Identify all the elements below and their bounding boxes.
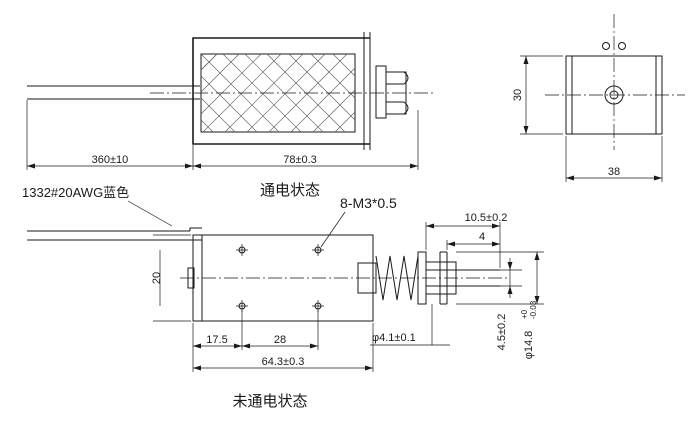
dim-body-length: 78±0.3	[283, 154, 317, 166]
top-view: 360±10 78±0.3 通电状态	[26, 32, 435, 199]
mount-holes-leader	[320, 211, 346, 248]
caption-de-energized: 未通电状态	[232, 392, 307, 410]
dim-width: 38	[608, 166, 620, 178]
terminal-hole-right	[618, 42, 626, 50]
return-spring	[375, 255, 419, 301]
mount-holes	[236, 244, 324, 312]
dim-shaft-tol-lower: -0.03	[529, 300, 538, 319]
wire-spec-label: 1332#20AWG蓝色	[22, 185, 129, 200]
dim-hole-pitch: 28	[274, 334, 286, 346]
terminal-hole-left	[602, 42, 610, 50]
dim-shaft-offset: 4.5±0.2	[496, 314, 508, 351]
plunger-flange	[375, 65, 387, 119]
end-view: 30 38	[512, 14, 685, 182]
dim-stroke: 4	[479, 231, 485, 243]
dim-shaft-diameter-group: φ14.8 +0 -0.03	[520, 300, 538, 359]
plunger-body	[385, 71, 407, 115]
mount-holes-label: 8-M3*0.5	[340, 195, 397, 211]
dim-hole-offset: 17.5	[206, 334, 227, 346]
dim-shaft-tol-upper: +0	[520, 309, 529, 319]
dim-side-body-length: 64.3±0.3	[262, 356, 305, 368]
dim-height: 30	[512, 89, 524, 101]
wire-leader	[127, 200, 173, 227]
caption-energized: 通电状态	[260, 181, 320, 199]
dim-shaft-diameter: φ14.8	[523, 331, 535, 360]
dim-lead-length: 360±10	[92, 154, 129, 166]
side-view: 1332#20AWG蓝色 8-M3*0.5	[22, 185, 544, 410]
frame	[192, 37, 370, 145]
dim-side-height: 20	[151, 272, 163, 284]
plunger-head	[357, 262, 377, 294]
dim-pin-diameter: φ4.1±0.1	[372, 332, 416, 344]
plunger-shaft	[425, 261, 457, 295]
dim-plunger-travel: 10.5±0.2	[465, 212, 508, 224]
